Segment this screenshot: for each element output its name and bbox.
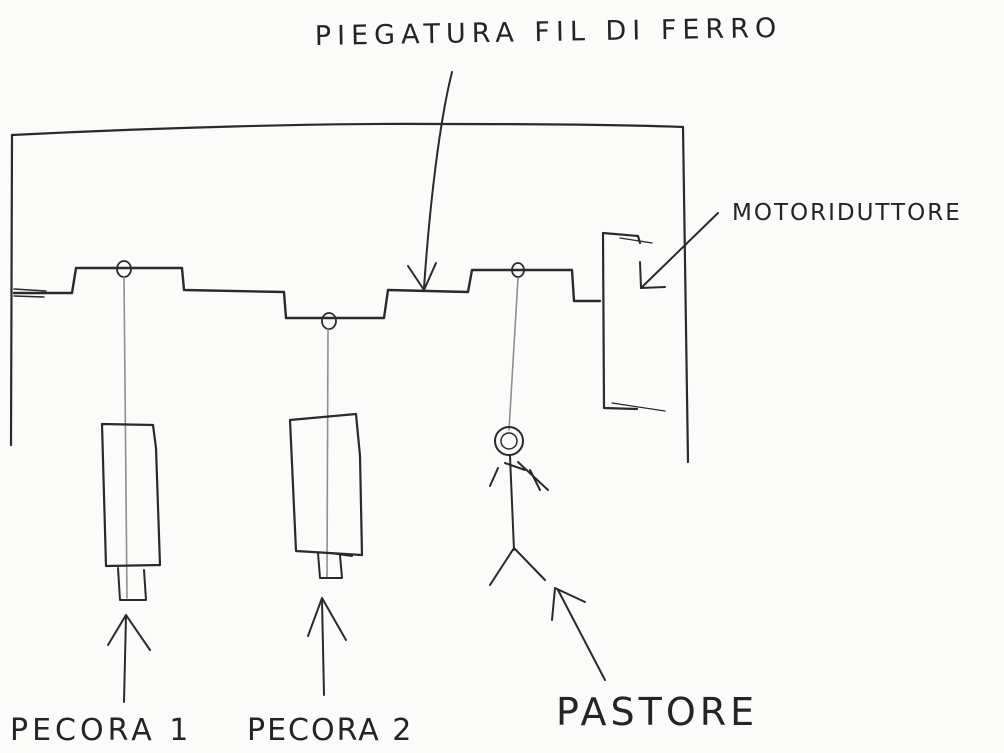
label-shepherd: PASTORE — [556, 690, 758, 734]
label-sheep1: PECORA 1 — [10, 713, 192, 748]
arrow-wire-bending — [407, 71, 453, 291]
arrow-gearmotor — [639, 212, 719, 289]
string-sheep2 — [326, 328, 329, 579]
label-gearmotor: MOTORIDUTTORE — [732, 200, 962, 226]
wire-end-mark — [13, 288, 47, 298]
shepherd-head — [494, 426, 524, 456]
loop-sheep2 — [321, 312, 337, 330]
string-sheep1 — [123, 276, 128, 599]
loop-shepherd — [511, 262, 525, 278]
shepherd-head-inner — [500, 432, 518, 450]
gearmotor-box — [601, 231, 642, 411]
bent-wire — [12, 266, 602, 320]
label-sheep2: PECORA 2 — [247, 713, 413, 748]
arrow-sheep1 — [107, 614, 151, 703]
arrow-sheep2 — [307, 597, 347, 696]
gearmotor-marks — [611, 237, 666, 412]
frame-left-post — [9, 133, 14, 447]
sheep2-leg — [317, 552, 353, 579]
label-wire-bending: PIEGATURA FIL DI FERRO — [315, 13, 783, 52]
frame-top-bar — [10, 122, 685, 137]
sheep2-body — [288, 412, 364, 557]
frame-right-post — [681, 125, 690, 464]
sheep1-leg — [117, 567, 147, 601]
string-shepherd — [508, 277, 519, 431]
sheep1-body — [100, 422, 162, 568]
arrow-shepherd — [551, 587, 606, 681]
shepherd-body — [489, 455, 549, 586]
